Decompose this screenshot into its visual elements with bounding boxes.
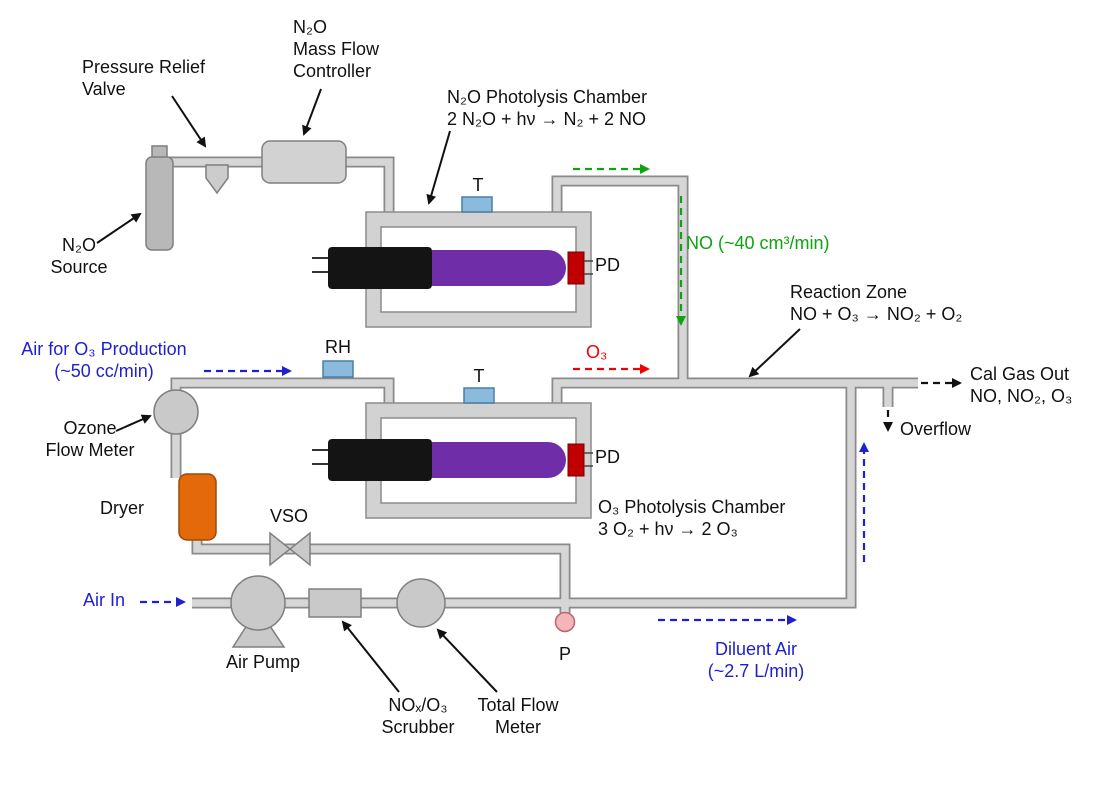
label-line: NOₓ/O₃ [388, 695, 448, 715]
pressure-relief-valve [205, 164, 229, 195]
label-line: Dryer [100, 498, 144, 518]
label-line: P [559, 644, 572, 664]
dryer [178, 473, 217, 541]
photodetector-2 [567, 443, 585, 477]
label-line: VSO [270, 506, 309, 526]
total-flow-meter [396, 578, 446, 628]
lamp1-black-housing [328, 247, 432, 289]
label-line: NO (~40 cm³/min) [686, 233, 830, 253]
temperature-sensor-1-label: T [468, 174, 488, 196]
photodetector-1-label: PD [595, 254, 620, 276]
o3-flow-label: O₃ [586, 341, 607, 363]
ozone-flow-meter [153, 389, 199, 435]
pointer-ozone-flow-meter [115, 414, 152, 432]
label-line: Scrubber [381, 717, 455, 737]
pointer-total-flow-meter [436, 628, 498, 693]
label-line: N₂O [62, 235, 96, 255]
ozone-flow-meter-label: Ozone Flow Meter [38, 417, 142, 461]
air-pump-label: Air Pump [226, 651, 300, 673]
pointer-reaction-zone [748, 328, 801, 378]
no-flow-label: NO (~40 cm³/min) [686, 232, 830, 254]
label-line: PD [595, 255, 621, 275]
label-line: O₃ [586, 342, 608, 362]
air-in-label: Air In [83, 589, 125, 611]
label-line: Total Flow [477, 695, 559, 715]
label-line: (~50 cc/min) [54, 361, 154, 381]
label-line: Cal Gas Out [970, 364, 1070, 384]
pressure-sensor [554, 611, 576, 633]
lamp2-black-housing [328, 439, 432, 481]
dryer-label: Dryer [100, 497, 144, 519]
label-line: T [472, 175, 484, 195]
diluent-air-label: Diluent Air (~2.7 L/min) [692, 638, 820, 682]
n2o-mass-flow-controller-label: N₂O Mass Flow Controller [293, 16, 379, 82]
label-line: Valve [82, 79, 126, 99]
label-line: Reaction Zone [790, 282, 908, 302]
n2o-photolysis-chamber-label: N₂O Photolysis Chamber 2 N₂O + hν → N₂ +… [447, 86, 647, 130]
n2o-mass-flow-controller [261, 140, 347, 184]
reaction-zone-label: Reaction Zone NO + O₃ → NO₂ + O₂ [790, 281, 962, 325]
label-line: T [473, 366, 485, 386]
pressure-sensor-label: P [559, 643, 571, 665]
label-line: NO, NO₂, O₃ [970, 386, 1073, 406]
air-for-o3-label: Air for O₃ Production (~50 cc/min) [6, 338, 202, 382]
label-line: N₂O Photolysis Chamber [447, 87, 648, 107]
label-line: Flow Meter [45, 440, 135, 460]
label-line: NO + O₃ → NO₂ + O₂ [790, 304, 963, 324]
pointer-scrubber [341, 620, 400, 693]
pointer-pressure-relief-valve [171, 95, 207, 148]
label-line: Pressure Relief [82, 57, 206, 77]
label-line: RH [325, 337, 351, 357]
pointer-mass-flow-controller [302, 88, 322, 136]
temperature-sensor-1 [461, 196, 493, 213]
vso-valve [269, 531, 311, 567]
nox-o3-scrubber [308, 588, 362, 618]
label-line: Controller [293, 61, 372, 81]
label-line: 3 O₂ + hν → 2 O₃ [598, 519, 738, 539]
label-line: Mass Flow [293, 39, 380, 59]
cal-gas-out-label: Cal Gas Out NO, NO₂, O₃ [970, 363, 1072, 407]
air-pump [230, 575, 286, 631]
label-line: (~2.7 L/min) [707, 661, 805, 681]
rh-sensor [322, 360, 354, 378]
scrubber-label: NOₓ/O₃ Scrubber [372, 694, 464, 738]
label-line: Air Pump [226, 652, 301, 672]
vso-valve-label: VSO [270, 505, 308, 527]
photodetector-1 [567, 251, 585, 285]
label-line: Ozone [63, 418, 117, 438]
overflow-label: Overflow [900, 418, 971, 440]
temperature-sensor-2-label: T [469, 365, 489, 387]
label-line: Source [50, 257, 108, 277]
label-line: Overflow [900, 419, 972, 439]
label-line: 2 N₂O + hν → N₂ + 2 NO [447, 109, 647, 129]
label-line: O₃ Photolysis Chamber [598, 497, 786, 517]
total-flow-meter-label: Total Flow Meter [472, 694, 564, 738]
label-line: Air for O₃ Production [21, 339, 187, 359]
label-line: Meter [494, 717, 541, 737]
photodetector-2-label: PD [595, 446, 620, 468]
n2o-source-cylinder [145, 156, 174, 251]
rh-sensor-label: RH [318, 336, 358, 358]
pressure-relief-valve-label: Pressure Relief Valve [82, 56, 205, 100]
label-line: Diluent Air [714, 639, 798, 659]
temperature-sensor-2 [463, 387, 495, 404]
lamp2-uv-tube [432, 442, 566, 478]
pointer-n2o-chamber [426, 130, 451, 205]
o3-photolysis-chamber-label: O₃ Photolysis Chamber 3 O₂ + hν → 2 O₃ [598, 496, 785, 540]
n2o-source-label: N₂O Source [42, 234, 116, 278]
label-line: Air In [83, 590, 126, 610]
label-line: N₂O [293, 17, 327, 37]
lamp1-uv-tube [432, 250, 566, 286]
pointer-n2o-source [96, 212, 142, 244]
label-line: PD [595, 447, 621, 467]
